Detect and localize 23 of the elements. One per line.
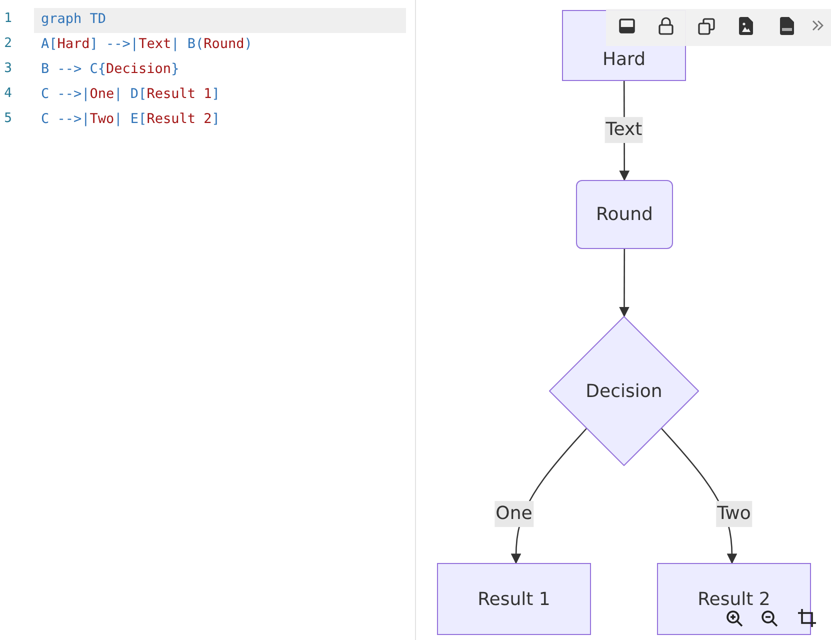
line-number: 2 [3,36,13,51]
node-label: Result 1 [478,588,550,610]
edge-label: Text [604,117,644,143]
code-line: graph TD [41,10,106,28]
rounded-box [576,180,673,249]
line-number: 4 [3,86,13,101]
code-line: A[Hard] -->|Text| B(Round) [41,35,252,53]
process-box [437,563,591,635]
line-number: 1 [3,11,13,26]
edge-label: One [494,501,534,527]
process-box [657,563,811,635]
node-label: Round [596,204,653,225]
code-line: C -->|Two| E[Result 2] [41,110,220,128]
node-label: Hard [602,49,646,70]
node-label: Decision [586,380,662,402]
line-number: 5 [3,111,13,126]
node-label: Result 2 [698,588,770,610]
decision-diamond [549,316,699,466]
line-number: 3 [3,61,13,76]
code-line: B --> C{Decision} [41,60,180,78]
edge-label: Two [716,501,752,527]
code-line: C -->|One| D[Result 1] [41,85,220,103]
arrow [619,249,630,318]
